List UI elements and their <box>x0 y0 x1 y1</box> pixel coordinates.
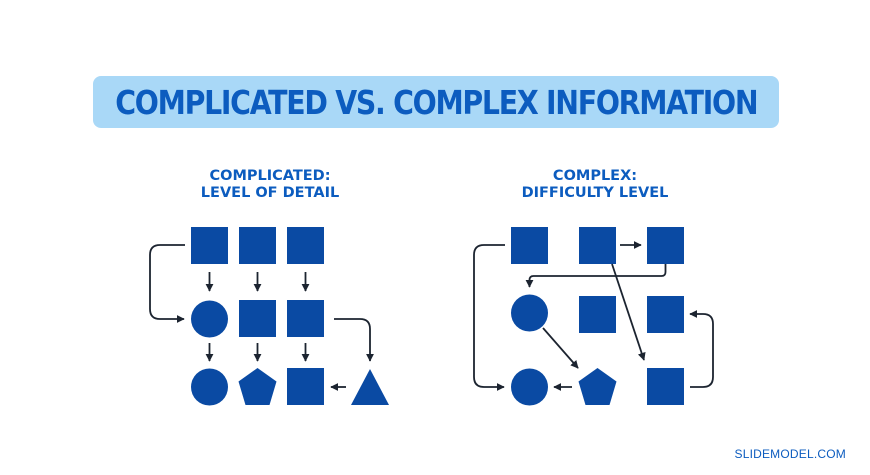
complex-heading: COMPLEX: DIFFICULTY LEVEL <box>475 168 715 202</box>
page-title: COMPLICATED VS. COMPLEX INFORMATION <box>114 82 758 122</box>
diagonal-arrow-icon <box>542 327 579 369</box>
square-shape <box>511 227 548 264</box>
square-shape <box>191 227 228 264</box>
square-shape <box>647 368 684 405</box>
complicated-heading-line1: COMPLICATED: <box>209 168 331 184</box>
title-banner: COMPLICATED VS. COMPLEX INFORMATION <box>93 76 779 128</box>
triangle-shape <box>351 369 389 405</box>
curve-arrow-icon <box>334 318 374 362</box>
diagonal-arrow-icon <box>611 263 646 361</box>
square-shape <box>647 227 684 264</box>
complex-heading-line2: DIFFICULTY LEVEL <box>521 185 669 201</box>
circle-shape <box>511 294 548 332</box>
complicated-arrows <box>149 244 374 391</box>
complex-arrows <box>473 241 714 391</box>
complicated-heading-line2: LEVEL OF DETAIL <box>200 185 340 201</box>
loop-arrow-icon <box>149 244 185 323</box>
pentagon-shape <box>238 368 277 405</box>
pentagon-shape <box>578 368 617 405</box>
square-shape <box>239 300 276 337</box>
square-shape <box>287 227 324 264</box>
square-shape <box>647 296 684 333</box>
square-shape <box>579 296 616 333</box>
complex-diagram <box>511 227 684 406</box>
square-shape <box>287 368 324 405</box>
square-shape <box>239 227 276 264</box>
complicated-heading: COMPLICATED: LEVEL OF DETAIL <box>150 168 390 202</box>
circle-shape <box>191 368 228 406</box>
square-shape <box>287 300 324 337</box>
circle-shape <box>511 368 548 406</box>
connector-arrow-icon <box>525 264 667 288</box>
footer-brand: SLIDEMODEL.COM <box>734 447 846 461</box>
complex-heading-line1: COMPLEX: <box>552 168 638 184</box>
loop-arrow-icon <box>473 244 505 391</box>
square-shape <box>579 227 616 264</box>
loop-arrow-icon <box>689 310 714 388</box>
circle-shape <box>191 300 228 338</box>
complicated-diagram <box>191 227 389 406</box>
